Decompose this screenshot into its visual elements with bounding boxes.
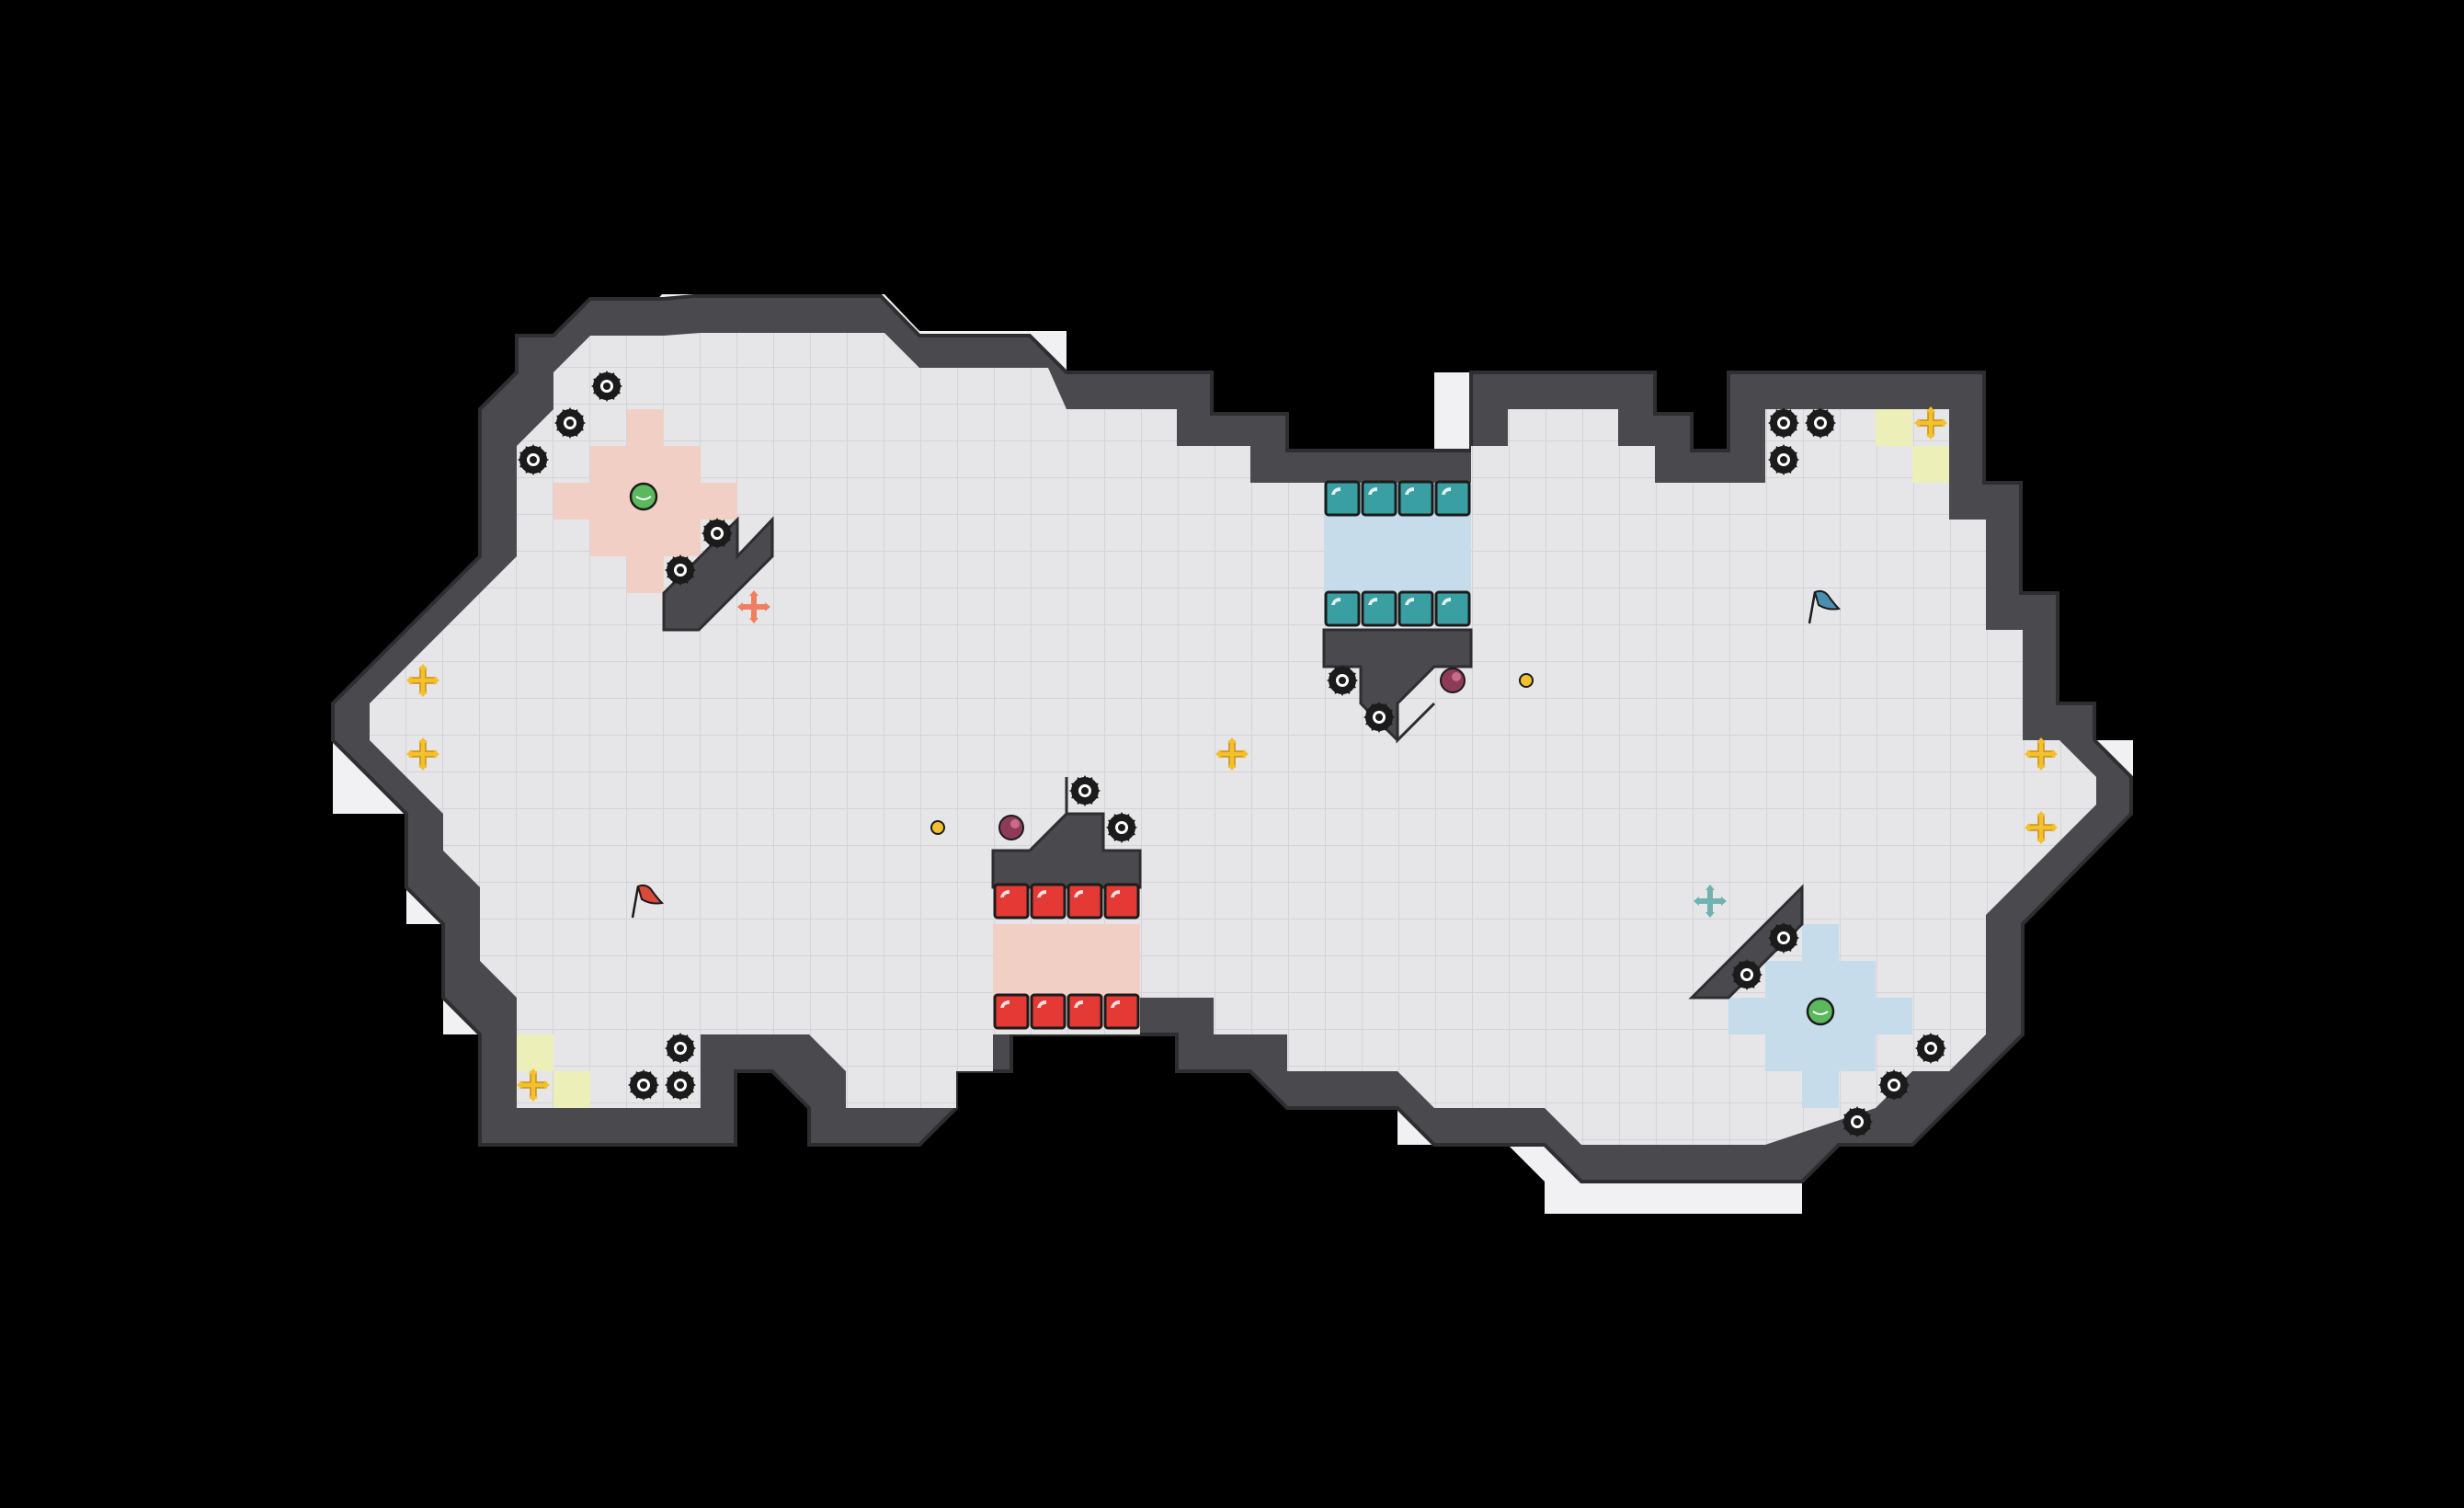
red-team-boost-icon xyxy=(737,590,770,623)
wall-block-top-center xyxy=(1322,628,1473,744)
marsball-icon xyxy=(629,482,658,511)
wall-block-bottom-right xyxy=(1688,884,1804,1000)
red-flag-icon xyxy=(631,884,665,919)
red-gate-zone xyxy=(993,924,1140,998)
wall-block-top-left xyxy=(662,516,774,632)
marsball-icon xyxy=(1806,997,1835,1026)
blue-flag-icon xyxy=(1808,589,1842,624)
blue-team-zone xyxy=(1728,924,1912,1108)
button-icon xyxy=(1519,673,1534,688)
blue-team-boost-icon xyxy=(1694,885,1727,918)
powerup-icon xyxy=(998,815,1024,840)
yellow-tile-group xyxy=(517,409,1949,1108)
button-icon xyxy=(930,820,945,835)
powerup-icon xyxy=(1440,668,1466,693)
